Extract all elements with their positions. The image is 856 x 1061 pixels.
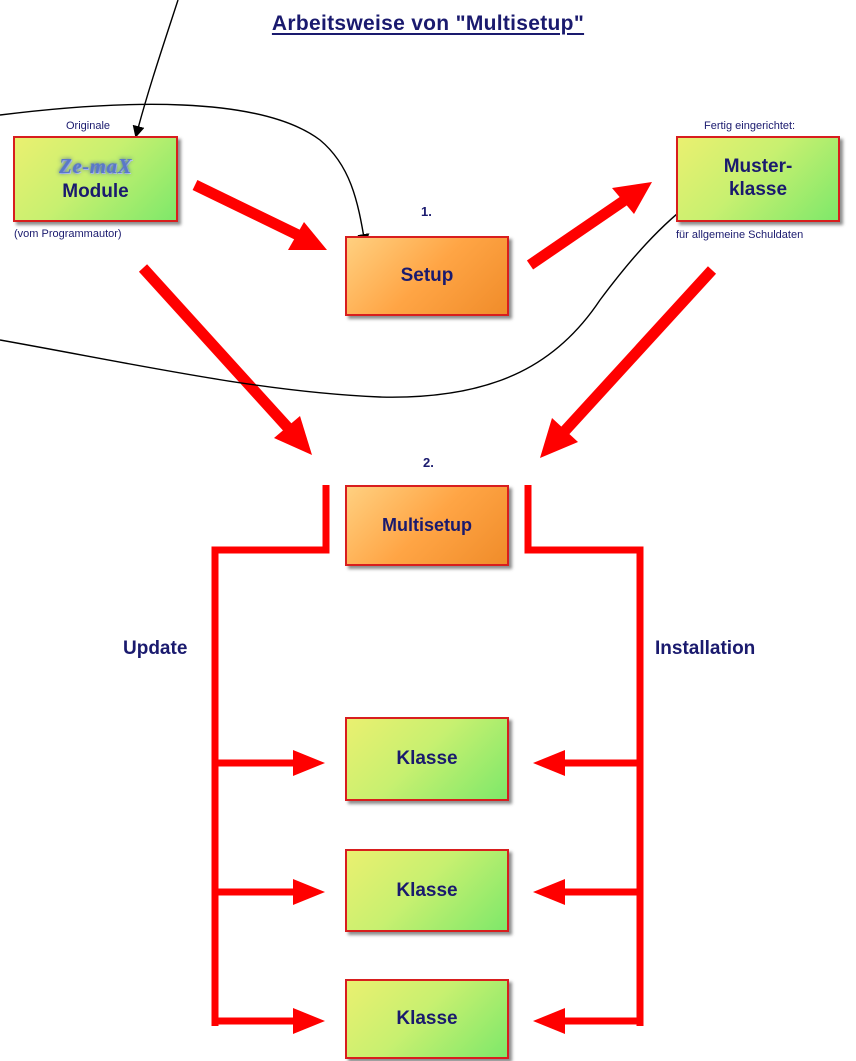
diagram-title: Arbeitsweise von "Multisetup" [271, 12, 585, 35]
module-caption-above: Originale [66, 120, 111, 132]
klasse-box-label: Klasse [396, 1008, 458, 1029]
module-box: Ze-maX Module [13, 136, 178, 222]
klasse-box-3: Klasse [345, 979, 509, 1059]
musterklasse-box: Muster- klasse [676, 136, 840, 222]
connector-to-musterklasse [0, 196, 699, 398]
arrow-musterklasse-to-multisetup [540, 266, 717, 458]
connector-to-setup [0, 103, 370, 246]
arrow-installation-klasse-3 [533, 1008, 640, 1034]
step-1-label: 1. [421, 204, 432, 219]
klasse-box-1: Klasse [345, 717, 509, 801]
module-caption-below: (vom Programmautor) [14, 228, 122, 240]
installation-label: Installation [655, 638, 756, 659]
arrow-update-klasse-3 [215, 1008, 325, 1034]
connector-to-module [132, 0, 179, 138]
arrow-installation-klasse-2 [533, 879, 640, 905]
update-bracket-line [211, 485, 330, 1026]
arrow-update-klasse-1 [215, 750, 325, 776]
update-label: Update [123, 638, 188, 659]
multisetup-box: Multisetup [345, 485, 509, 566]
module-box-label: Module [62, 180, 129, 202]
musterklasse-box-label: Muster- klasse [723, 156, 793, 200]
zemax-logo: Ze-maX [59, 153, 132, 178]
klasse-box-2: Klasse [345, 849, 509, 932]
arrow-module-to-multisetup [138, 264, 312, 455]
setup-box-label: Setup [400, 265, 454, 286]
arrow-setup-to-musterklasse [526, 182, 652, 270]
step-2-label: 2. [423, 455, 434, 470]
klasse-box-label: Klasse [396, 748, 458, 769]
arrow-module-to-setup [192, 180, 327, 250]
musterklasse-caption-above: Fertig eingerichtet: [704, 120, 796, 132]
arrow-installation-klasse-1 [533, 750, 640, 776]
multisetup-box-label: Multisetup [382, 515, 472, 535]
musterklasse-caption-below: für allgemeine Schuldaten [676, 229, 804, 241]
arrow-update-klasse-2 [215, 879, 325, 905]
klasse-box-label: Klasse [396, 879, 458, 901]
installation-bracket-line [524, 485, 644, 1026]
setup-box: Setup [345, 236, 509, 316]
